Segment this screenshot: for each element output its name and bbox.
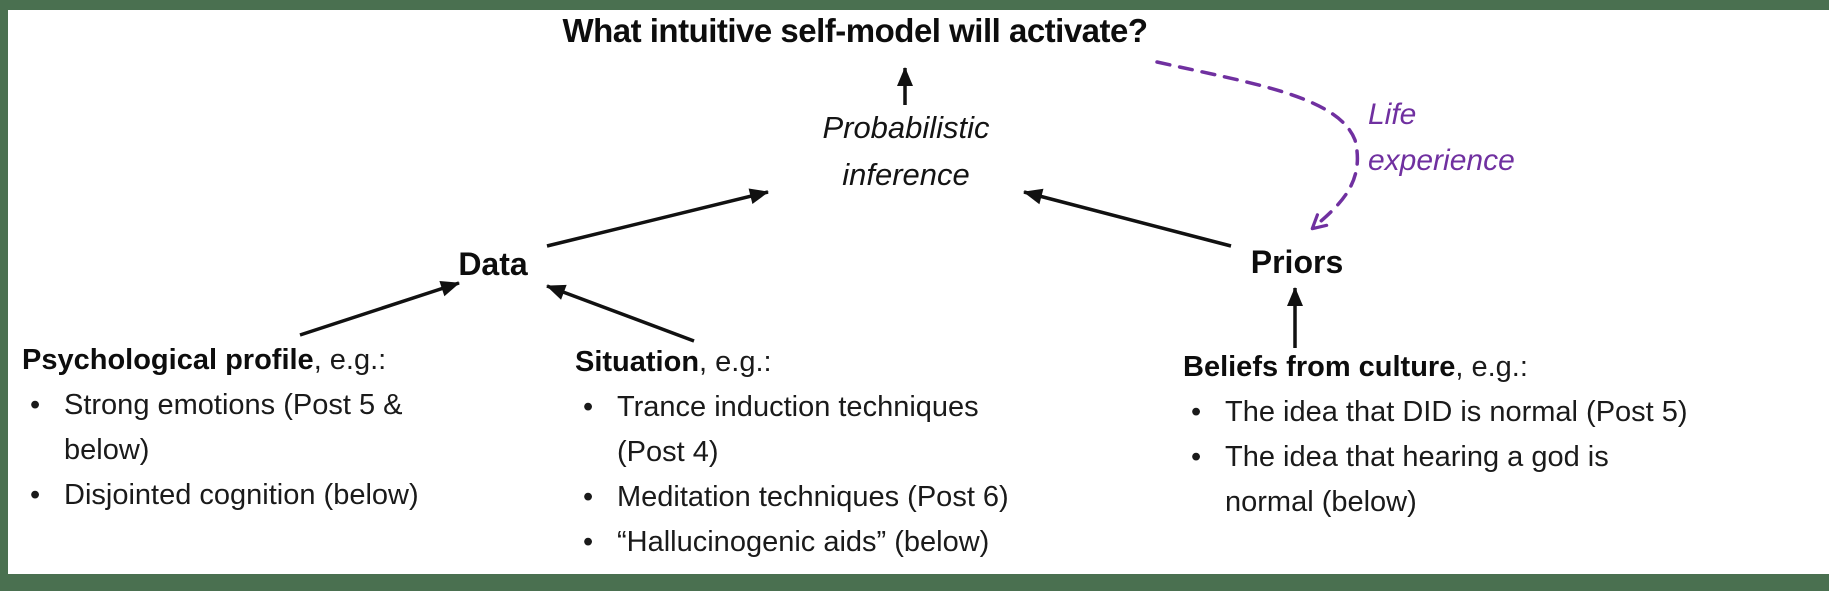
column-heading-rest: , e.g.: <box>313 344 387 376</box>
bullet-text: Disjointed cognition (below) <box>64 479 419 511</box>
bullet-text: “Hallucinogenic aids” (below) <box>617 526 990 558</box>
arrow-life-experience-to-priors <box>1155 60 1360 231</box>
list-item: • Disjointed cognition (below) <box>22 473 456 518</box>
frame-border-top <box>0 0 1829 10</box>
column-heading: Situation, e.g.: <box>575 340 1049 385</box>
column-situation: Situation, e.g.: • Trance induction tech… <box>575 340 1049 565</box>
list-item: • Trance induction techniques (Post 4) <box>575 385 1049 475</box>
arrow-data-to-inference <box>546 188 769 248</box>
column-psychological-profile: Psychological profile, e.g.: • Strong em… <box>22 338 456 518</box>
bullet-list: • Trance induction techniques (Post 4) •… <box>575 385 1049 565</box>
bullet-icon: • <box>583 391 594 423</box>
column-heading-rest: , e.g.: <box>1455 351 1528 383</box>
list-item: • The idea that hearing a god is normal … <box>1183 435 1713 525</box>
arrow-psychological-profile-to-data <box>299 280 460 337</box>
column-beliefs-from-culture: Beliefs from culture, e.g.: • The idea t… <box>1183 345 1713 525</box>
frame-border-left <box>0 0 8 591</box>
page-title: What intuitive self-model will activate? <box>562 12 1148 49</box>
bullet-list: • The idea that DID is normal (Post 5) •… <box>1183 390 1713 525</box>
bullet-icon: • <box>30 479 41 511</box>
bullet-text: Meditation techniques (Post 6) <box>617 481 1009 513</box>
bullet-icon: • <box>583 526 594 558</box>
bullet-icon: • <box>583 481 594 513</box>
list-item: • Meditation techniques (Post 6) <box>575 475 1049 520</box>
list-item: • “Hallucinogenic aids” (below) <box>575 520 1049 565</box>
column-heading-bold: Beliefs from culture <box>1183 351 1456 383</box>
column-heading: Psychological profile, e.g.: <box>22 338 456 383</box>
column-heading: Beliefs from culture, e.g.: <box>1183 345 1713 390</box>
bullet-icon: • <box>1191 396 1202 428</box>
list-item: • The idea that DID is normal (Post 5) <box>1183 390 1713 435</box>
bullet-text: The idea that hearing a god is normal (b… <box>1225 441 1609 518</box>
bullet-icon: • <box>1191 441 1202 473</box>
inference-line-2: inference <box>842 157 970 192</box>
life-experience-line-2: experience <box>1368 144 1515 177</box>
list-item: • Strong emotions (Post 5 & below) <box>22 383 456 473</box>
bullet-text: The idea that DID is normal (Post 5) <box>1225 396 1688 428</box>
arrow-priors-to-inference <box>1023 188 1232 248</box>
bullet-list: • Strong emotions (Post 5 & below) • Dis… <box>22 383 456 518</box>
bullet-text: Trance induction techniques (Post 4) <box>617 391 979 468</box>
column-heading-bold: Situation <box>575 346 700 378</box>
node-data: Data <box>458 246 528 282</box>
arrow-situation-to-data <box>546 284 695 343</box>
column-heading-rest: , e.g.: <box>699 346 772 378</box>
bullet-text: Strong emotions (Post 5 & below) <box>64 389 403 466</box>
node-probabilistic-inference: Probabilistic inference <box>756 104 1056 198</box>
column-heading-bold: Psychological profile <box>22 344 314 376</box>
node-priors: Priors <box>1250 244 1344 280</box>
life-experience-line-1: Life <box>1368 98 1417 131</box>
bullet-icon: • <box>30 389 41 421</box>
life-experience-annotation: Life experience <box>1368 92 1588 184</box>
inference-line-1: Probabilistic <box>822 110 990 145</box>
frame-border-bottom <box>0 574 1829 591</box>
